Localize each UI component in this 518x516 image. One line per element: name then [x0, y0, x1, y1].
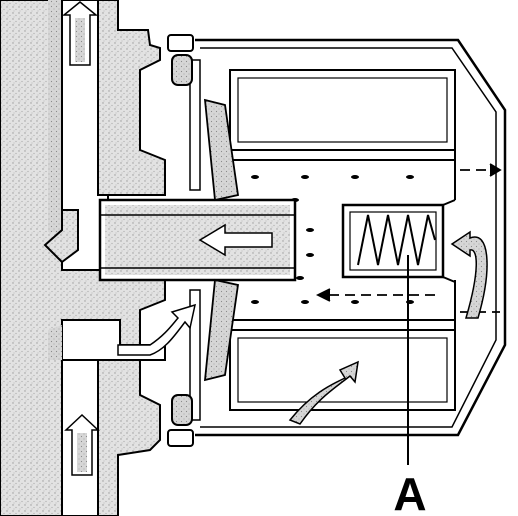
callout-label: A	[393, 468, 426, 516]
perforated-center-tube	[225, 150, 456, 330]
filter-canister	[195, 38, 507, 437]
flow-arrow-into-filter	[117, 303, 197, 356]
relief-valve	[341, 199, 456, 283]
outlet-passage	[43, 0, 109, 271]
flow-arrow-element	[288, 360, 359, 425]
gasket-bottom	[167, 394, 194, 447]
anti-drain-valve	[189, 59, 240, 421]
flow-arrow-tube	[198, 223, 273, 257]
callout-a: A	[393, 255, 427, 516]
filter-element-lower	[229, 329, 456, 411]
flow-arrow-inlet	[64, 413, 100, 476]
flow-arrow-outlet	[61, 1, 99, 66]
gasket-top	[167, 34, 194, 86]
filter-element-upper	[229, 69, 456, 151]
flow-arrow-bypass	[450, 230, 488, 319]
